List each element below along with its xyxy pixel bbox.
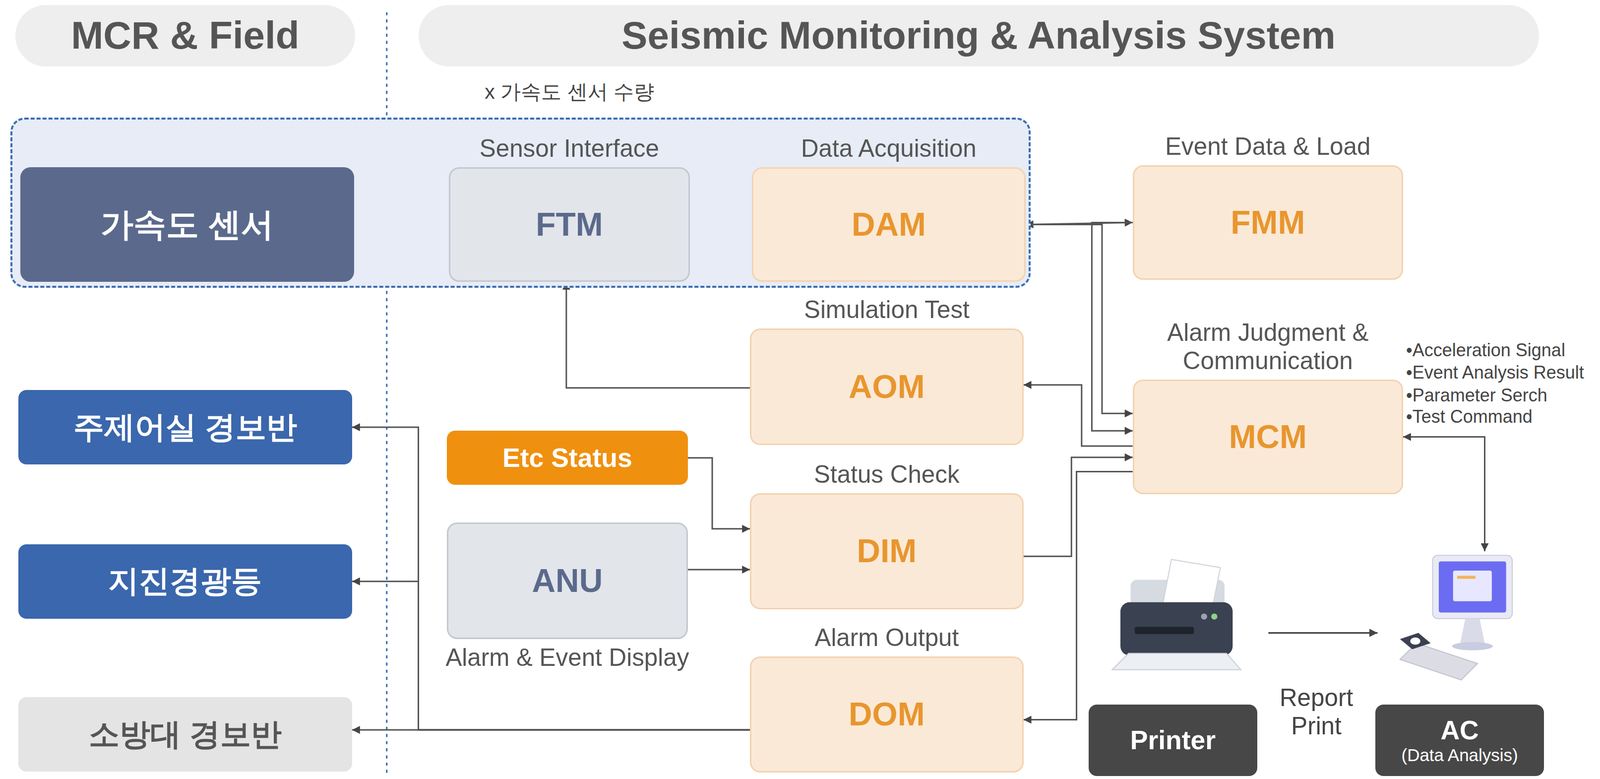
node-label: 지진경광등: [108, 563, 262, 599]
node-heading: Alarm Output: [741, 623, 1032, 658]
report-arrow: [1268, 631, 1378, 634]
node-label: ANU: [532, 561, 604, 600]
node-label: Printer: [1130, 724, 1216, 756]
node-label: 가속도 센서: [100, 205, 274, 244]
connector-arrow: [687, 568, 751, 571]
node-label: DOM: [848, 695, 925, 734]
node-label: DAM: [851, 205, 926, 244]
header-band: Seismic Monitoring & Analysis System: [418, 4, 1539, 66]
node-heading: Status Check: [741, 460, 1032, 495]
alarm-panel-box: 주제어실 경보반: [18, 389, 353, 465]
node-label: Seismic Monitoring & Analysis System: [621, 13, 1336, 59]
connector-arrow: [566, 281, 750, 388]
module-box: Sensor InterfaceFTM: [448, 167, 690, 282]
node-heading: Sensor Interface: [440, 134, 699, 169]
node-label: 주제어실 경보반: [73, 409, 298, 445]
connector-arrow: [1023, 384, 1133, 446]
node-label: MCR & Field: [70, 13, 300, 59]
status-box: Etc Status: [446, 430, 688, 485]
printer-icon: [1112, 558, 1241, 670]
data-item: •Acceleration Signal: [1406, 339, 1566, 361]
node-sublabel: (Data Analysis): [1401, 744, 1519, 765]
header-band: MCR & Field: [15, 4, 356, 66]
device-box: Printer: [1088, 704, 1257, 776]
module-box: Simulation TestAOM: [749, 328, 1024, 445]
arrow-label: Report Print: [1263, 683, 1370, 740]
connector-arrow: [352, 427, 750, 730]
node-heading: x 가속도 센서 수량: [484, 80, 655, 104]
sensor-box: 가속도 센서: [20, 167, 355, 282]
module-box: ANUAlarm & Event Display: [446, 522, 688, 639]
connector-arrow: [352, 729, 750, 731]
connector-arrow: [1403, 436, 1485, 552]
connector-arrow: [687, 457, 751, 529]
device-box: AC(Data Analysis): [1375, 704, 1544, 776]
node-label: AC: [1440, 714, 1479, 746]
node-label: Etc Status: [502, 442, 633, 474]
module-box: Alarm Judgment & CommunicationMCM: [1132, 379, 1404, 494]
node-heading: Event Data & Load: [1124, 132, 1412, 167]
module-box: Status CheckDIM: [749, 492, 1024, 610]
node-label: AOM: [848, 368, 925, 406]
alarm-panel-box: 지진경광등: [18, 544, 353, 619]
node-label: MCM: [1229, 418, 1307, 456]
module-box: Event Data & LoadFMM: [1132, 165, 1404, 280]
alarm-panel-box: 소방대 경보반: [18, 696, 353, 772]
data-item: •Test Command: [1406, 406, 1533, 427]
node-label: 소방대 경보반: [88, 716, 282, 752]
module-box: Alarm OutputDOM: [749, 656, 1024, 773]
node-label: FMM: [1230, 203, 1305, 242]
connector-arrow: [1023, 471, 1133, 720]
data-item: •Event Analysis Result: [1406, 362, 1585, 383]
node-heading: Simulation Test: [741, 295, 1032, 330]
computer-icon: [1400, 554, 1513, 680]
node-heading: Data Acquisition: [743, 134, 1034, 169]
connector-arrow: [1091, 222, 1133, 431]
node-label: FTM: [535, 205, 603, 244]
node-label: DIM: [857, 532, 918, 570]
node-heading: Alarm Judgment & Communication: [1124, 318, 1412, 381]
node-heading: Alarm & Event Display: [438, 637, 697, 672]
data-item: •Parameter Serch: [1406, 384, 1548, 406]
module-box: Data AcquisitionDAM: [751, 167, 1026, 282]
sensor-group-band: x 가속도 센서 수량가속도 센서Sensor InterfaceFTMData…: [10, 117, 1031, 289]
